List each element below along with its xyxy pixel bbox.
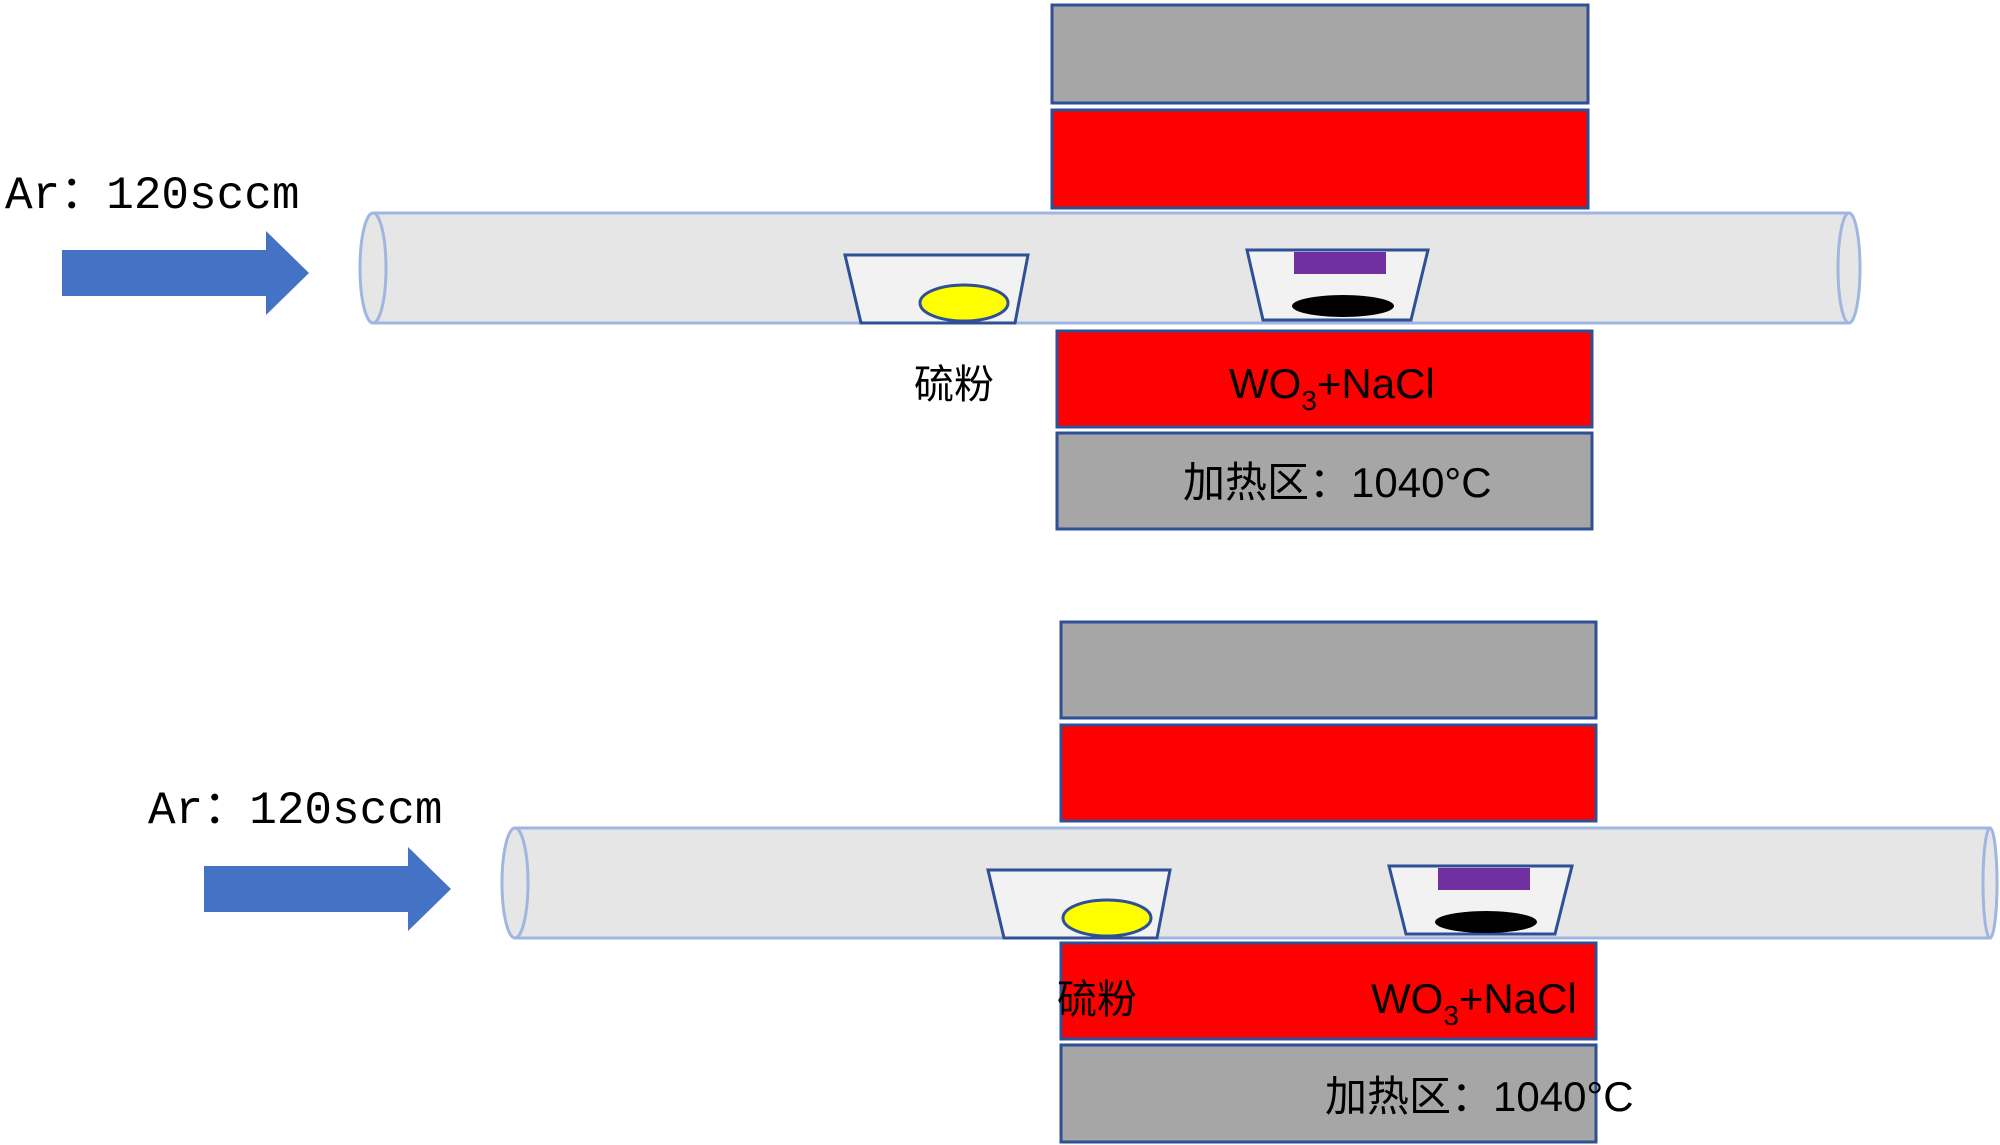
sulfur-label: 硫粉	[1057, 978, 1137, 1022]
precursor-boat	[1387, 864, 1574, 936]
substrate-icon	[1438, 868, 1530, 890]
precursor-label: WO3+NaCl	[1229, 360, 1435, 416]
heating-zone-label: 加热区：1040°C	[1183, 459, 1492, 506]
furnace-top-heater	[1059, 723, 1598, 823]
heating-zone-label: 加热区：1040°C	[1325, 1073, 1634, 1120]
substrate-icon	[1294, 252, 1386, 274]
gas-flow-arrow-icon	[62, 231, 309, 315]
precursor-powder-icon	[1292, 295, 1394, 317]
setup-2: Ar：120sccm 硫粉 WO3+NaCl 加热区：1040°C	[148, 620, 1999, 1144]
quartz-tube	[358, 211, 1862, 325]
furnace-top-heater	[1050, 108, 1590, 210]
sulfur-label: 硫粉	[914, 363, 994, 407]
furnace-top-insulation	[1059, 620, 1598, 720]
furnace-bottom-heater	[1059, 941, 1598, 1041]
gas-label: Ar：120sccm	[148, 785, 442, 837]
quartz-tube	[500, 826, 1999, 940]
sulfur-powder-icon	[1061, 898, 1153, 938]
sulfur-powder-icon	[918, 283, 1010, 323]
furnace-top-insulation	[1050, 3, 1590, 105]
sulfur-boat	[986, 868, 1172, 940]
furnace-bottom-insulation	[1055, 431, 1594, 531]
precursor-boat	[1245, 248, 1430, 322]
furnace-bottom-insulation	[1059, 1043, 1598, 1144]
sulfur-boat	[843, 253, 1030, 325]
precursor-label: WO3+NaCl	[1371, 975, 1577, 1031]
gas-label: Ar：120sccm	[5, 170, 299, 222]
gas-flow-arrow-icon	[204, 847, 451, 931]
setup-1: Ar：120sccm 硫粉 WO3+NaCl 加热区：1040°C	[5, 3, 1862, 531]
furnace-bottom-heater	[1055, 329, 1594, 429]
precursor-powder-icon	[1435, 911, 1537, 933]
